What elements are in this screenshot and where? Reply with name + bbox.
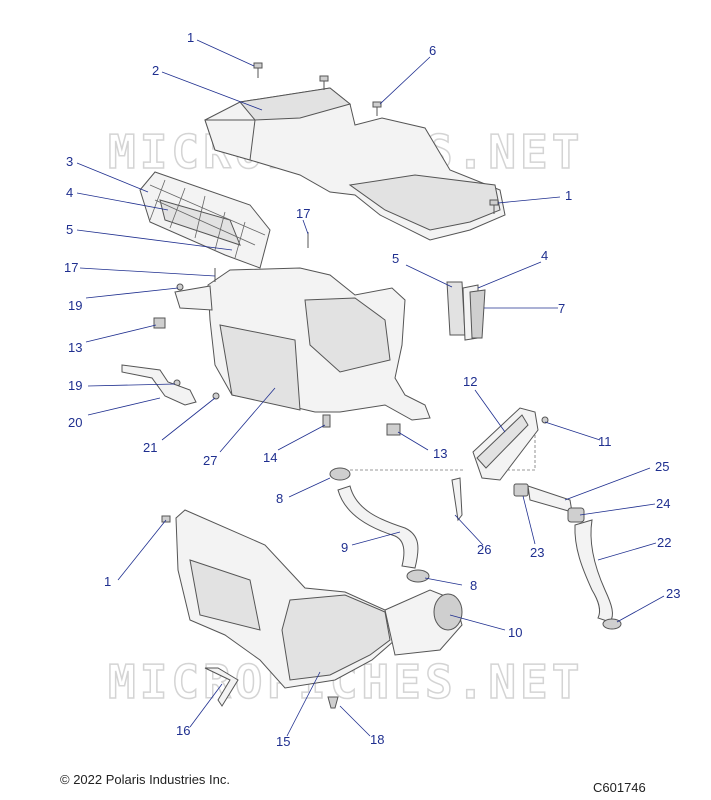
- nut-21: [212, 392, 220, 400]
- airbox-cover: [204, 87, 506, 241]
- callout-1-right: 1: [565, 188, 572, 203]
- side-filter: [446, 281, 486, 341]
- leader-lines: [76, 39, 665, 737]
- assembly-line: [350, 435, 536, 471]
- tie-strap-26: [451, 477, 463, 522]
- callout-6: 6: [429, 43, 436, 58]
- callout-17-left: 17: [64, 260, 78, 275]
- clamp-23-top: [513, 483, 529, 497]
- hose-22: [574, 519, 613, 623]
- callout-10: 10: [508, 625, 522, 640]
- callout-4-right: 4: [541, 248, 548, 263]
- callout-3: 3: [66, 154, 73, 169]
- copyright: © 2022 Polaris Industries Inc.: [60, 772, 230, 787]
- callout-8-top: 8: [276, 491, 283, 506]
- clamp-23-bottom: [602, 618, 622, 630]
- callout-9: 9: [341, 540, 348, 555]
- callout-13-right: 13: [433, 446, 447, 461]
- callout-16: 16: [176, 723, 190, 738]
- callout-4-left: 4: [66, 185, 73, 200]
- callout-5-left: 5: [66, 222, 73, 237]
- clip-13a: [153, 317, 166, 329]
- clamp-8-top: [329, 467, 351, 481]
- callout-11: 11: [598, 434, 612, 449]
- fastener-18: [327, 696, 339, 709]
- screw-1-top: [253, 62, 263, 78]
- callout-21: 21: [143, 440, 157, 455]
- callout-5-right: 5: [392, 251, 399, 266]
- callout-26: 26: [477, 542, 491, 557]
- screw-6b: [372, 101, 382, 116]
- strap-16: [204, 667, 239, 707]
- callout-17-top: 17: [296, 206, 310, 221]
- bracket: [121, 364, 197, 406]
- intake-duct: [175, 509, 463, 689]
- airbox-base: [174, 267, 431, 421]
- callout-13-left: 13: [68, 340, 82, 355]
- clip-14: [322, 414, 331, 428]
- callout-23-bottom: 23: [666, 586, 680, 601]
- screw-11: [541, 416, 549, 424]
- callouts: 1 2 6 3 4 5 17 1 17 19 13 5 4 7 19 20 21…: [64, 30, 680, 749]
- callout-12: 12: [463, 374, 477, 389]
- callout-2: 2: [152, 63, 159, 78]
- callout-7: 7: [558, 301, 565, 316]
- hose-25: [527, 485, 573, 513]
- screw-1-bottom: [161, 515, 171, 523]
- callout-23-top: 23: [530, 545, 544, 560]
- diagram-code: C601746: [593, 780, 646, 795]
- callout-22: 22: [657, 535, 671, 550]
- callout-1-bottom: 1: [104, 574, 111, 589]
- screw-6a: [319, 75, 329, 90]
- callout-24: 24: [656, 496, 670, 511]
- callout-15: 15: [276, 734, 290, 749]
- callout-20: 20: [68, 415, 82, 430]
- callout-1-top: 1: [187, 30, 194, 45]
- clip-13b: [386, 423, 401, 436]
- callout-19-bottom: 19: [68, 378, 82, 393]
- screw-19a: [176, 283, 184, 291]
- callout-25: 25: [655, 459, 669, 474]
- clamp-8-bottom: [406, 569, 430, 583]
- callout-27: 27: [203, 453, 217, 468]
- resonator: [472, 407, 539, 481]
- callout-8-bottom: 8: [470, 578, 477, 593]
- callout-14: 14: [263, 450, 277, 465]
- clamp-24: [567, 507, 585, 523]
- callout-19-top: 19: [68, 298, 82, 313]
- hose-9: [337, 485, 419, 569]
- screw-1-right: [489, 199, 499, 214]
- filter-frame: [139, 171, 271, 269]
- callout-18: 18: [370, 732, 384, 747]
